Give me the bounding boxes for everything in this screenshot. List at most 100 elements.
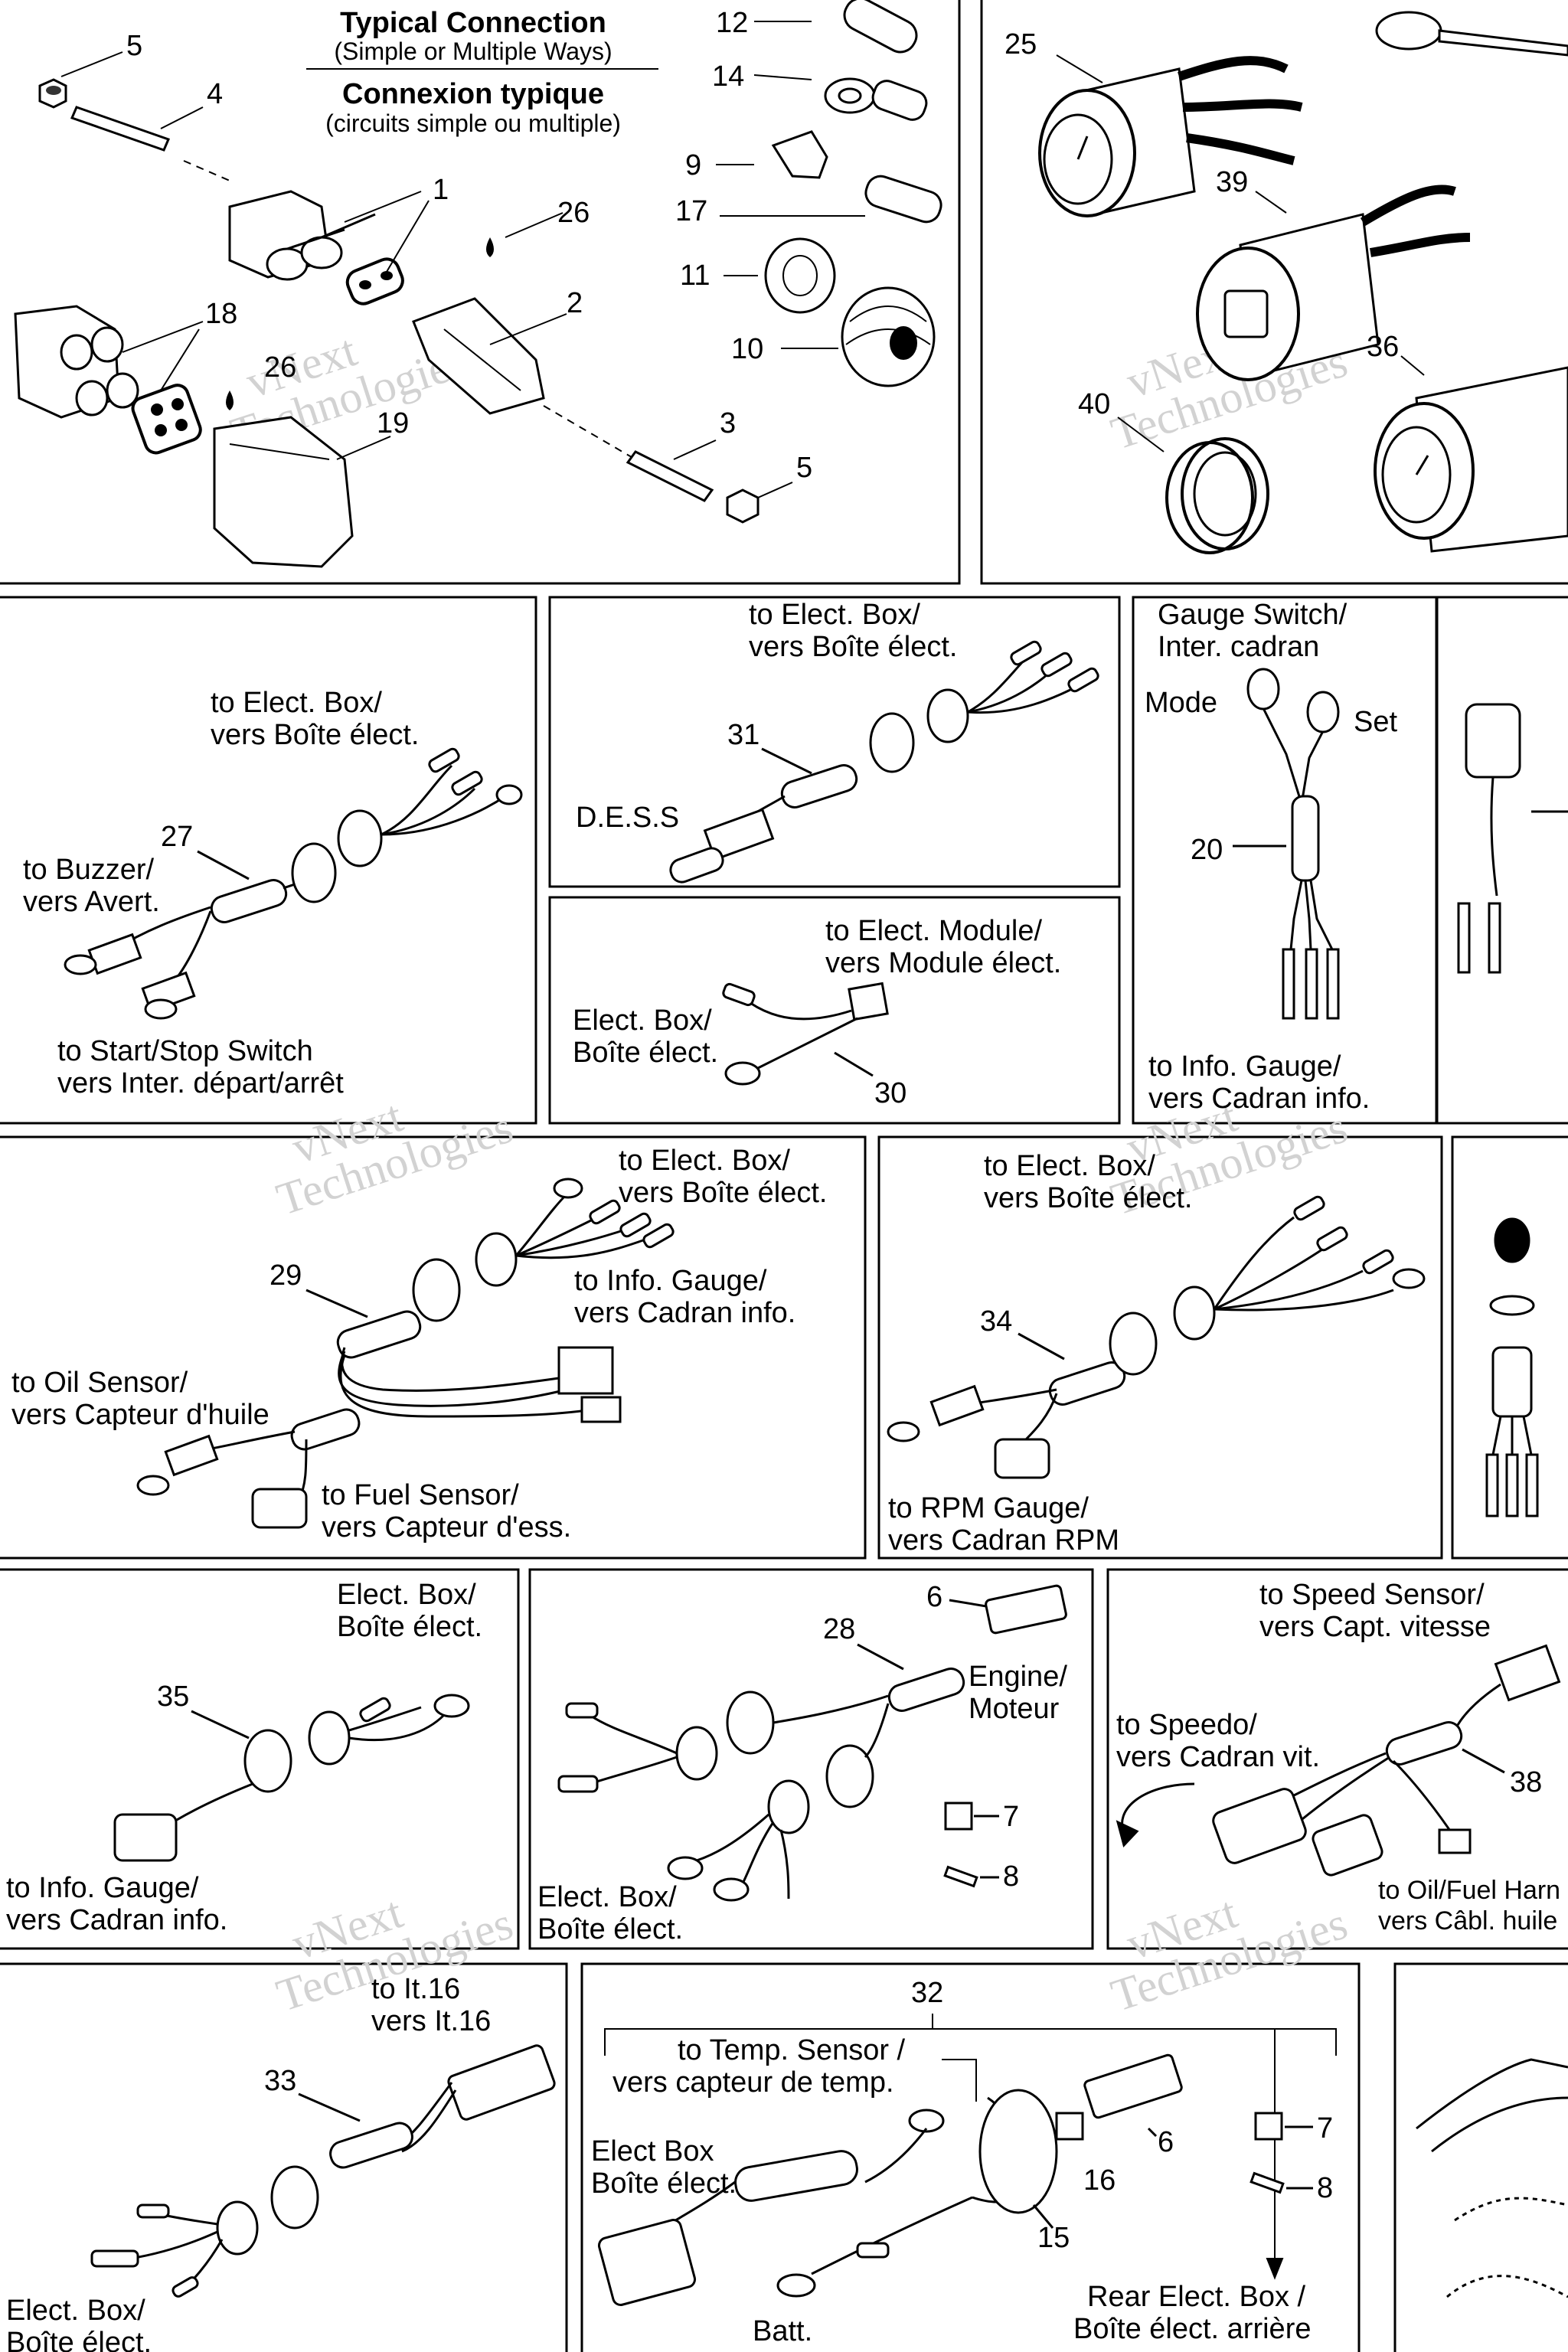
callout-17: 17: [675, 195, 707, 227]
p27-callout: 27: [161, 821, 193, 853]
p30-callout: 30: [874, 1077, 906, 1109]
p27-start-fr: vers Inter. départ/arrêt: [57, 1067, 344, 1099]
harness-29-icon: [136, 1178, 675, 1529]
callout-4: 4: [207, 78, 223, 110]
p35-box-en: Elect. Box/: [337, 1579, 476, 1611]
typical-title-fr: Connexion typique: [342, 78, 604, 110]
p31-to-elect-fr: vers Boîte élect.: [749, 631, 957, 663]
p28-engine-fr: Moteur: [969, 1693, 1060, 1725]
p34-rpm-en: to RPM Gauge/: [888, 1492, 1089, 1524]
callout-11: 11: [680, 260, 710, 292]
p20-title-en: Gauge Switch/: [1158, 599, 1348, 631]
p28-engine-en: Engine/: [969, 1661, 1067, 1693]
ring-terminal-icon: [824, 77, 928, 121]
callout-2: 2: [567, 287, 583, 319]
p33-callout: 33: [264, 2065, 296, 2097]
p32-callout-7: 7: [1317, 2112, 1333, 2145]
panel-partial-right-1: [1457, 703, 1568, 974]
p31-callout: 31: [727, 719, 760, 751]
p29-to-elect-en: to Elect. Box/: [619, 1145, 790, 1177]
p30-box-en: Elect. Box/: [573, 1004, 712, 1037]
panel-partial-right-3: [1416, 2058, 1568, 2298]
p33-it-en: to It.16: [371, 1973, 460, 2005]
p32-callout-15: 15: [1037, 2222, 1070, 2254]
p38-speed-en: to Speed Sensor/: [1259, 1579, 1485, 1611]
panel-29-frame: [0, 1135, 867, 1560]
p33-it-fr: vers It.16: [371, 2005, 491, 2037]
p38-oil-en: to Oil/Fuel Harn: [1378, 1876, 1560, 1905]
p32-rear-fr: Boîte élect. arrière: [1073, 2313, 1311, 2345]
bullet-terminal-icon: [864, 175, 942, 224]
p27-buzzer-en: to Buzzer/: [23, 854, 155, 886]
p28-callout: 28: [823, 1613, 855, 1645]
harness-38-icon: [1116, 1644, 1561, 1877]
typical-title-en: Typical Connection: [340, 7, 606, 39]
connector-housing-icon: [228, 190, 376, 281]
panel-38: to Speed Sensor/ vers Capt. vitesse to S…: [1116, 1579, 1561, 1936]
tube-icon: [843, 0, 918, 54]
panel-38-frame: [1106, 1568, 1568, 1950]
p33-box-fr: Boîte élect.: [6, 2327, 152, 2352]
panel-35: Elect. Box/ Boîte élect. 35 to Info. Gau…: [6, 1579, 482, 1936]
p35-info-fr: vers Cadran info.: [6, 1904, 227, 1936]
callout-1: 1: [433, 174, 449, 206]
gauge-25-icon: [1038, 56, 1303, 217]
callout-19: 19: [377, 407, 409, 439]
p28-callout-7: 7: [1003, 1801, 1019, 1833]
panel-27-frame: [0, 596, 537, 1125]
panel-partial-r2-frame: [1451, 1135, 1568, 1560]
gauge-39-icon: [1196, 185, 1471, 381]
watermark-6: vNext Technologies: [1106, 1886, 1354, 2021]
typical-subtitle-fr: (circuits simple ou multiple): [325, 109, 621, 137]
panel-30: to Elect. Module/ vers Module élect. Ele…: [573, 915, 1061, 1109]
panel-29: to Elect. Box/ vers Boîte élect. 29 to I…: [11, 1145, 827, 1544]
p38-callout: 38: [1510, 1766, 1542, 1798]
harness-31-icon: [669, 640, 1099, 884]
p28-box-en: Elect. Box/: [537, 1881, 677, 1913]
panel-27: to Elect. Box/ vers Boîte élect. 27 to B…: [23, 687, 523, 1099]
p27-to-elect-fr: vers Boîte élect.: [211, 719, 419, 751]
callout-26: 26: [557, 197, 590, 229]
panel-20-frame: [1132, 596, 1438, 1125]
p20-set: Set: [1354, 706, 1397, 738]
p28-box-fr: Boîte élect.: [537, 1913, 683, 1945]
p29-oil-fr: vers Capteur d'huile: [11, 1399, 270, 1431]
bezel-ring-icon: [1165, 437, 1269, 554]
callout-5b: 5: [796, 452, 812, 484]
pin-icon: [626, 450, 714, 502]
p35-box-fr: Boîte élect.: [337, 1611, 482, 1643]
grommet-icon: [764, 237, 836, 314]
harness-34-icon: [887, 1195, 1426, 1479]
panel-28-frame: [528, 1568, 1094, 1950]
callout-25: 25: [1004, 28, 1037, 60]
p35-callout: 35: [157, 1681, 189, 1713]
p34-to-elect-fr: vers Boîte élect.: [984, 1182, 1192, 1214]
four-way-connector-icon: [14, 305, 139, 419]
p20-callout: 20: [1191, 834, 1223, 866]
nut-icon: [726, 488, 760, 524]
panel-typical-connection: Typical Connection (Simple or Multiple W…: [14, 0, 942, 568]
grease-drop-icon: [486, 237, 494, 257]
p20-info-fr: vers Cadran info.: [1148, 1083, 1370, 1115]
p34-rpm-fr: vers Cadran RPM: [888, 1524, 1119, 1557]
panel-32: 32 to Temp. Sensor / vers capteur de tem…: [591, 1977, 1337, 2347]
callout-36: 36: [1367, 331, 1399, 363]
p29-callout: 29: [270, 1259, 302, 1292]
p38-speedo-fr: vers Cadran vit.: [1116, 1741, 1320, 1773]
panel-34: to Elect. Box/ vers Boîte élect. 34 to R…: [887, 1150, 1426, 1557]
panel-28: 6 28 Engine/ Moteur 7 8 Elect. Box/ Boît…: [537, 1581, 1067, 1945]
callouts-parts: [716, 21, 865, 349]
p32-rear-en: Rear Elect. Box /: [1087, 2281, 1306, 2313]
screw-icon: [70, 106, 230, 181]
p38-speed-fr: vers Capt. vitesse: [1259, 1611, 1491, 1643]
harness-27-icon: [64, 747, 523, 1020]
harness-28-icon: [557, 1584, 1067, 1902]
p32-box-en: Elect Box: [591, 2135, 714, 2167]
panel-partial-right-2: [1485, 1217, 1539, 1517]
harness-33-icon: [90, 2044, 556, 2298]
p31-to-elect-en: to Elect. Box/: [749, 599, 920, 631]
p29-oil-en: to Oil Sensor/: [11, 1367, 188, 1399]
p30-module-en: to Elect. Module/: [825, 915, 1042, 947]
